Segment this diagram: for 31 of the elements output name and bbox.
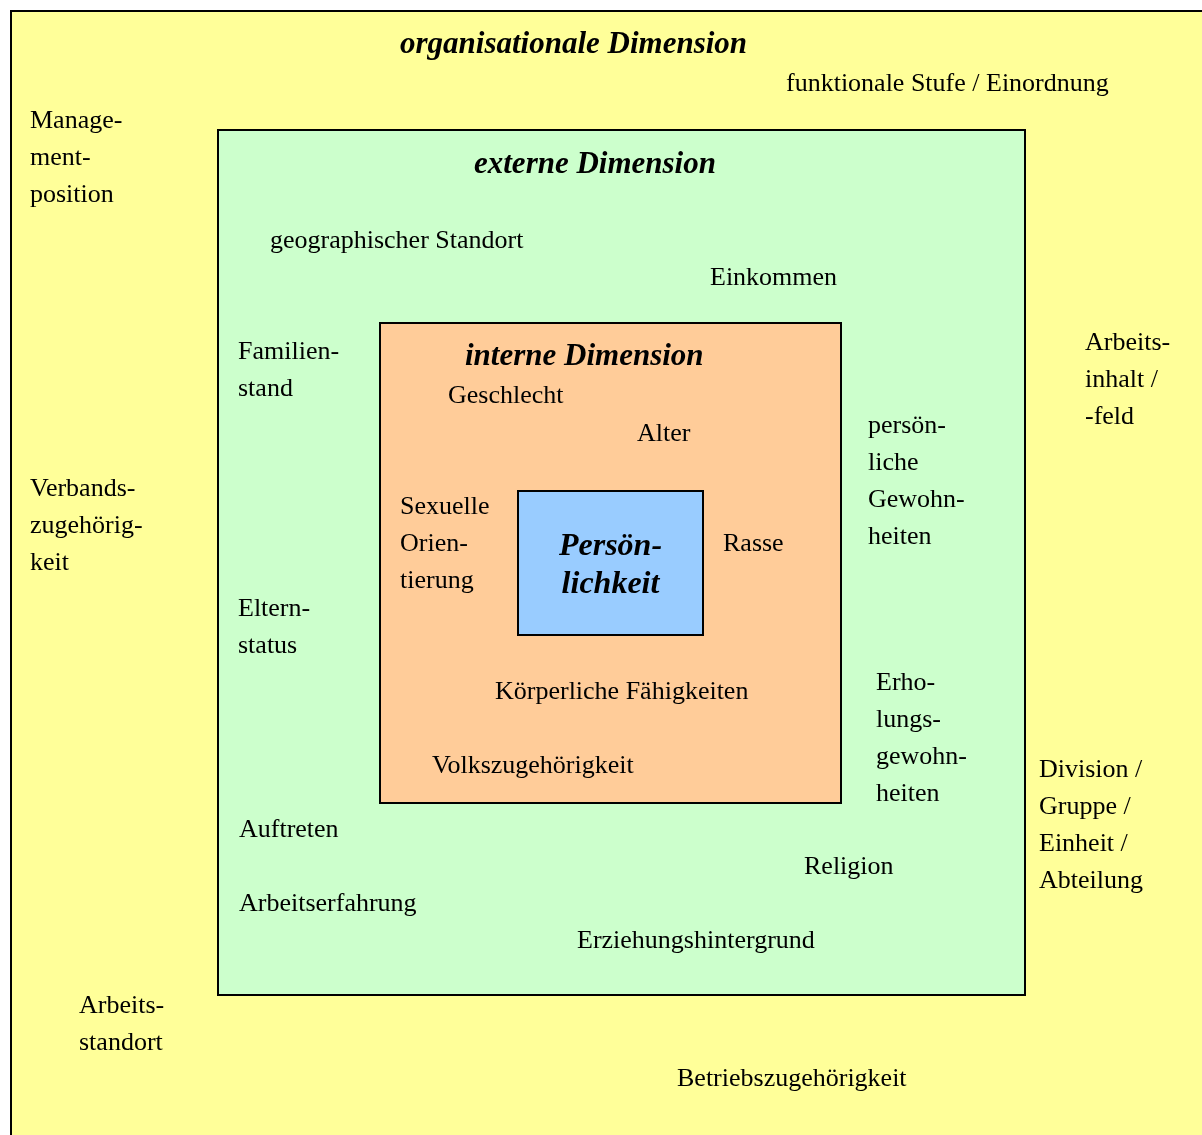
dimension-item: Sexuelle Orien- tierung [400, 490, 491, 596]
dimension-item: Volkszugehörigkeit [432, 749, 634, 781]
dimension-item: Arbeits- inhalt / -feld [1085, 326, 1172, 432]
dimension-item: Rasse [723, 527, 784, 559]
internal-dimension-panel [379, 322, 842, 804]
dimension-item: Arbeitserfahrung [239, 887, 417, 919]
dimension-item: Religion [804, 850, 894, 882]
dimension-item: Körperliche Fähigkeiten [495, 675, 749, 707]
dimension-title: interne Dimension [465, 336, 704, 373]
organizational-dimension-panel [10, 10, 1202, 1135]
dimension-item: Auftreten [239, 813, 339, 845]
dimension-item: Familien- stand [238, 335, 341, 404]
external-dimension-panel [217, 129, 1026, 996]
dimension-item: Geschlecht [448, 379, 564, 411]
personality-box [517, 490, 704, 636]
dimension-item: Verbands- zugehörig- keit [30, 472, 144, 578]
dimension-item: Erziehungshintergrund [577, 924, 815, 956]
dimension-item: Manage- ment- position [30, 104, 124, 210]
dimension-item: Division / Gruppe / Einheit / Abteilung [1039, 753, 1144, 896]
dimension-item: Arbeits- standort [79, 989, 166, 1058]
dimension-title: organisationale Dimension [400, 24, 748, 61]
dimension-item: persön- liche Gewohn- heiten [868, 409, 966, 552]
dimension-item: Erho- lungs- gewohn- heiten [876, 666, 968, 809]
dimension-item: Einkommen [710, 261, 838, 293]
dimension-title: Persön- lichkeit [557, 525, 664, 601]
dimension-item: Alter [637, 417, 691, 449]
dimension-item: Eltern- status [238, 592, 312, 661]
dimension-item: geographischer Standort [270, 224, 524, 256]
dimension-title: externe Dimension [474, 144, 716, 181]
dimension-item: funktionale Stufe / Einordnung [786, 67, 1109, 99]
dimension-item: Betriebszugehörigkeit [677, 1062, 907, 1094]
